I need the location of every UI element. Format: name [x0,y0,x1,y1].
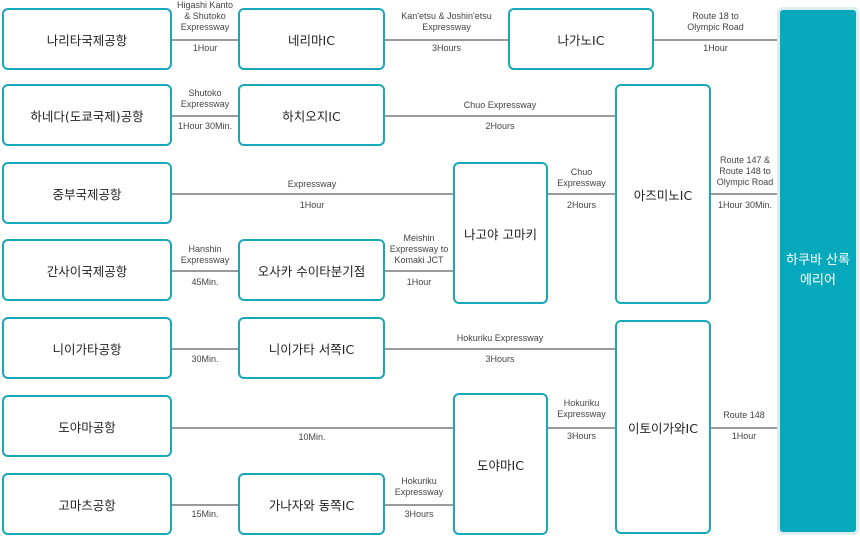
destination-line-2: 에리어 [800,273,836,288]
route-label: Route 148 [723,410,765,420]
node-komatsu-airport: 고마츠공항 [2,473,172,535]
route-label: Shutoko Expressway [180,88,230,109]
connector-azumino-dest [709,193,779,195]
time-label: 1Hour [406,277,432,287]
route-label: Hokuriku Expressway [394,476,444,497]
connector-nagoya-azumino [547,193,616,195]
node-itoigawa-ic: 이토이가와IC [615,320,711,534]
node-niigata-airport: 니이가타공항 [2,317,172,379]
time-label: 1Hour [299,200,325,210]
route-label: Hokuriku Expressway [456,333,544,343]
time-label: 45Min. [191,277,219,287]
connector-komatsu-kanazawa [170,504,240,506]
connector-hachioji-azumino [384,115,616,117]
time-label: 1Hour 30Min. [717,200,773,210]
connector-kanazawa-toyama [384,504,454,506]
route-label: Route 147 & Route 148 to Olympic Road [716,155,774,187]
node-nagoya-komaki: 나고야 고마키 [453,162,548,304]
route-label: Chuo Expressway [463,100,537,110]
node-azumino-ic: 아즈미노IC [615,84,711,304]
destination-line-1: 하쿠바 산록 [786,252,850,268]
route-label: Kan'etsu & Joshin'etsu Expressway [401,11,492,32]
time-label: 1Hour [703,43,728,53]
route-label: Route 18 to Olympic Road [687,11,744,32]
connector-nagano-dest [652,39,779,41]
time-label: 1Hour [731,431,757,441]
time-label: 2Hours [566,200,596,210]
connector-toyama-itoigawa [547,427,616,429]
node-narita-airport: 나리타국제공항 [2,8,172,70]
connector-niigata-nishi [170,348,240,350]
time-label: 10Min. [298,432,326,442]
destination-hakuba: 하쿠바 산록 에리어 [777,7,859,535]
connector-kansai-osaka [170,270,240,272]
connector-itoigawa-dest [709,427,779,429]
node-kansai-airport: 간사이국제공항 [2,239,172,301]
route-label: Hokuriku Expressway [557,398,606,419]
time-label: 3Hours [404,509,434,519]
route-label: Chuo Expressway [557,167,606,188]
node-osaka-suita-jct: 오사카 수이타분기점 [238,239,385,301]
time-label: 1Hour 30Min. [177,121,233,131]
node-nerima-ic: 네리마IC [238,8,385,70]
node-kanazawa-higashi-ic: 가나자와 동쪽IC [238,473,385,535]
node-chubu-airport: 중부국제공항 [2,162,172,224]
node-hachioji-ic: 하치오지IC [238,84,385,146]
route-label: Expressway [287,179,337,189]
time-label: 3Hours [431,43,461,53]
route-label: Higashi Kanto & Shutoko Expressway [176,0,234,32]
route-label: Hanshin Expressway [180,244,230,265]
node-toyama-airport: 도야마공항 [2,395,172,457]
connector-chubu-nagoya [170,193,454,195]
node-nagano-ic: 나가노IC [508,8,654,70]
time-label: 1Hour [192,43,218,53]
connector-nishi-itoigawa [384,348,616,350]
time-label: 15Min. [191,509,219,519]
node-toyama-ic: 도야마IC [453,393,548,535]
time-label: 3Hours [485,354,515,364]
time-label: 3Hours [566,431,596,441]
connector-toyama-air-toyama [170,427,454,429]
connector-nerima-nagano [384,39,509,41]
connector-haneda-hachioji [170,115,240,117]
time-label: 2Hours [485,121,515,131]
time-label: 30Min. [191,354,219,364]
route-label: Meishin Expressway to Komaki JCT [389,233,449,265]
connector-osaka-nagoya [384,270,454,272]
node-niigata-nishi-ic: 니이가타 서쪽IC [238,317,385,379]
connector-narita-nerima [170,39,240,41]
node-haneda-airport: 하네다(도쿄국제)공항 [2,84,172,146]
